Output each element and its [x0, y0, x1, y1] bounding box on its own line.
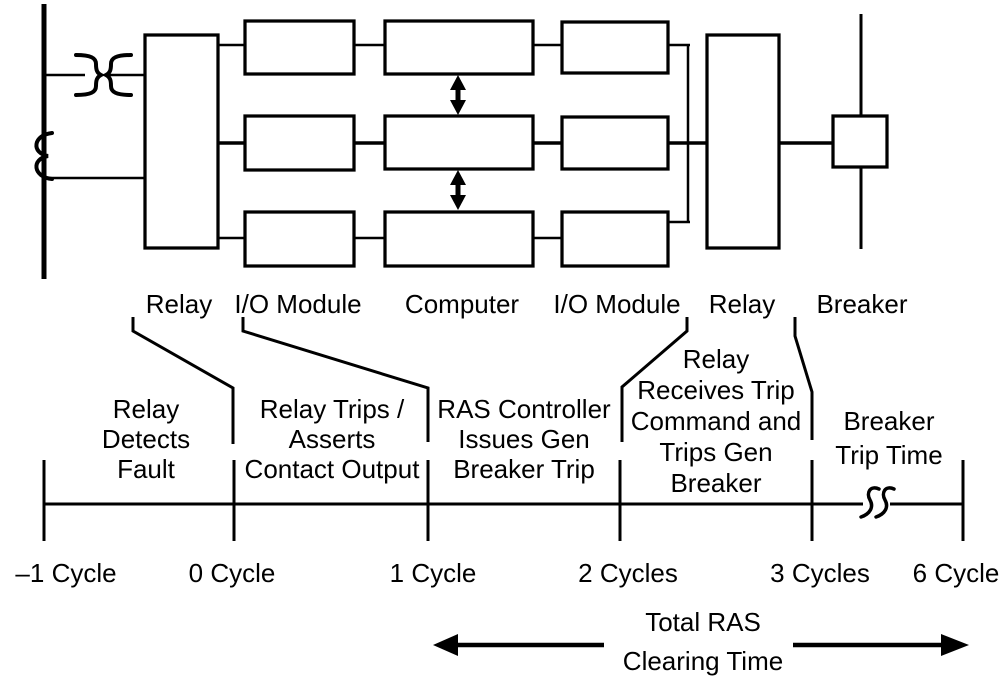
- relay-left-box: [143, 33, 220, 250]
- io-right-bottom-box: [560, 210, 670, 268]
- segment-label-line: Receives Trip: [637, 375, 795, 405]
- segment-label-line: Trip Time: [835, 440, 942, 470]
- computer-sync-arrows: [450, 75, 466, 210]
- ct-coil-icon: [34, 131, 54, 181]
- relay-right-label: Relay: [709, 289, 775, 319]
- arrowhead-up-icon: [450, 75, 466, 90]
- tick-label: 6 Cycle: [913, 558, 1000, 588]
- io-right-top-box: [560, 20, 670, 75]
- computer-top-box: [383, 19, 535, 76]
- arrowhead-right-icon: [941, 634, 969, 656]
- connector-lines: [218, 43, 833, 240]
- timeline-tick-labels: –1 Cycle 0 Cycle 1 Cycle 2 Cycles 3 Cycl…: [15, 558, 999, 588]
- relay-left-label: Relay: [146, 289, 212, 319]
- segment-label-line: RAS Controller: [437, 394, 611, 424]
- segment-label-line: Asserts: [289, 424, 376, 454]
- breaker-label: Breaker: [816, 289, 907, 319]
- total-clearing-label-line: Total RAS: [645, 607, 761, 637]
- tick-label: 2 Cycles: [578, 558, 678, 588]
- total-clearing-label-line: Clearing Time: [623, 646, 783, 676]
- arrowhead-down-icon: [450, 100, 466, 115]
- arrowhead-down-icon: [450, 195, 466, 210]
- arrowhead-up-icon: [450, 170, 466, 185]
- callout-line-relay-right: [793, 317, 814, 440]
- callout-leaders: [131, 317, 814, 444]
- component-labels: Relay I/O Module Computer I/O Module Rel…: [146, 289, 908, 319]
- timeline-segment-labels: Relay Detects Fault Relay Trips / Assert…: [102, 344, 943, 498]
- io-left-top-box: [243, 19, 356, 76]
- io-left-bottom-box: [243, 210, 356, 268]
- computer-mid-box: [383, 114, 535, 171]
- pt-coil-left-icon: [74, 53, 106, 97]
- segment-label-line: Fault: [117, 454, 176, 484]
- relay-right-box: [705, 33, 781, 250]
- segment-label-line: Command and: [631, 406, 802, 436]
- segment-label-line: Breaker: [670, 468, 761, 498]
- segment-label-line: Issues Gen: [458, 424, 590, 454]
- computer-label: Computer: [405, 289, 519, 319]
- segment-label-line: Relay Trips /: [260, 394, 405, 424]
- tick-label: –1 Cycle: [15, 558, 116, 588]
- callout-line-relay-left: [131, 317, 235, 444]
- timeline-axis: [42, 460, 965, 541]
- segment-label-line: Detects: [102, 424, 190, 454]
- device-boxes: [143, 19, 889, 268]
- tick-label: 0 Cycle: [189, 558, 276, 588]
- segment-label-line: Relay: [683, 344, 749, 374]
- segment-label-line: Breaker: [843, 406, 934, 436]
- computer-bottom-box: [383, 210, 535, 268]
- callout-line-io-left: [241, 317, 430, 442]
- breaker-box: [831, 114, 889, 169]
- tick-label: 1 Cycle: [390, 558, 477, 588]
- segment-label-line: Relay: [113, 394, 179, 424]
- station-bus-group: [34, 4, 146, 279]
- axis-break-icon: [874, 486, 896, 519]
- tick-label: 3 Cycles: [770, 558, 870, 588]
- io-left-mid-box: [243, 114, 356, 172]
- segment-label-line: Breaker Trip: [453, 454, 595, 484]
- axis-break-icon: [859, 486, 881, 519]
- io-module-right-label: I/O Module: [553, 289, 680, 319]
- io-module-left-label: I/O Module: [234, 289, 361, 319]
- io-right-mid-box: [560, 115, 670, 171]
- segment-label-line: Trips Gen: [659, 437, 772, 467]
- segment-label-line: Contact Output: [245, 454, 421, 484]
- arrowhead-left-icon: [433, 634, 458, 656]
- callout-line-io-right: [620, 317, 689, 442]
- total-clearing-time-group: Total RAS Clearing Time: [433, 607, 969, 676]
